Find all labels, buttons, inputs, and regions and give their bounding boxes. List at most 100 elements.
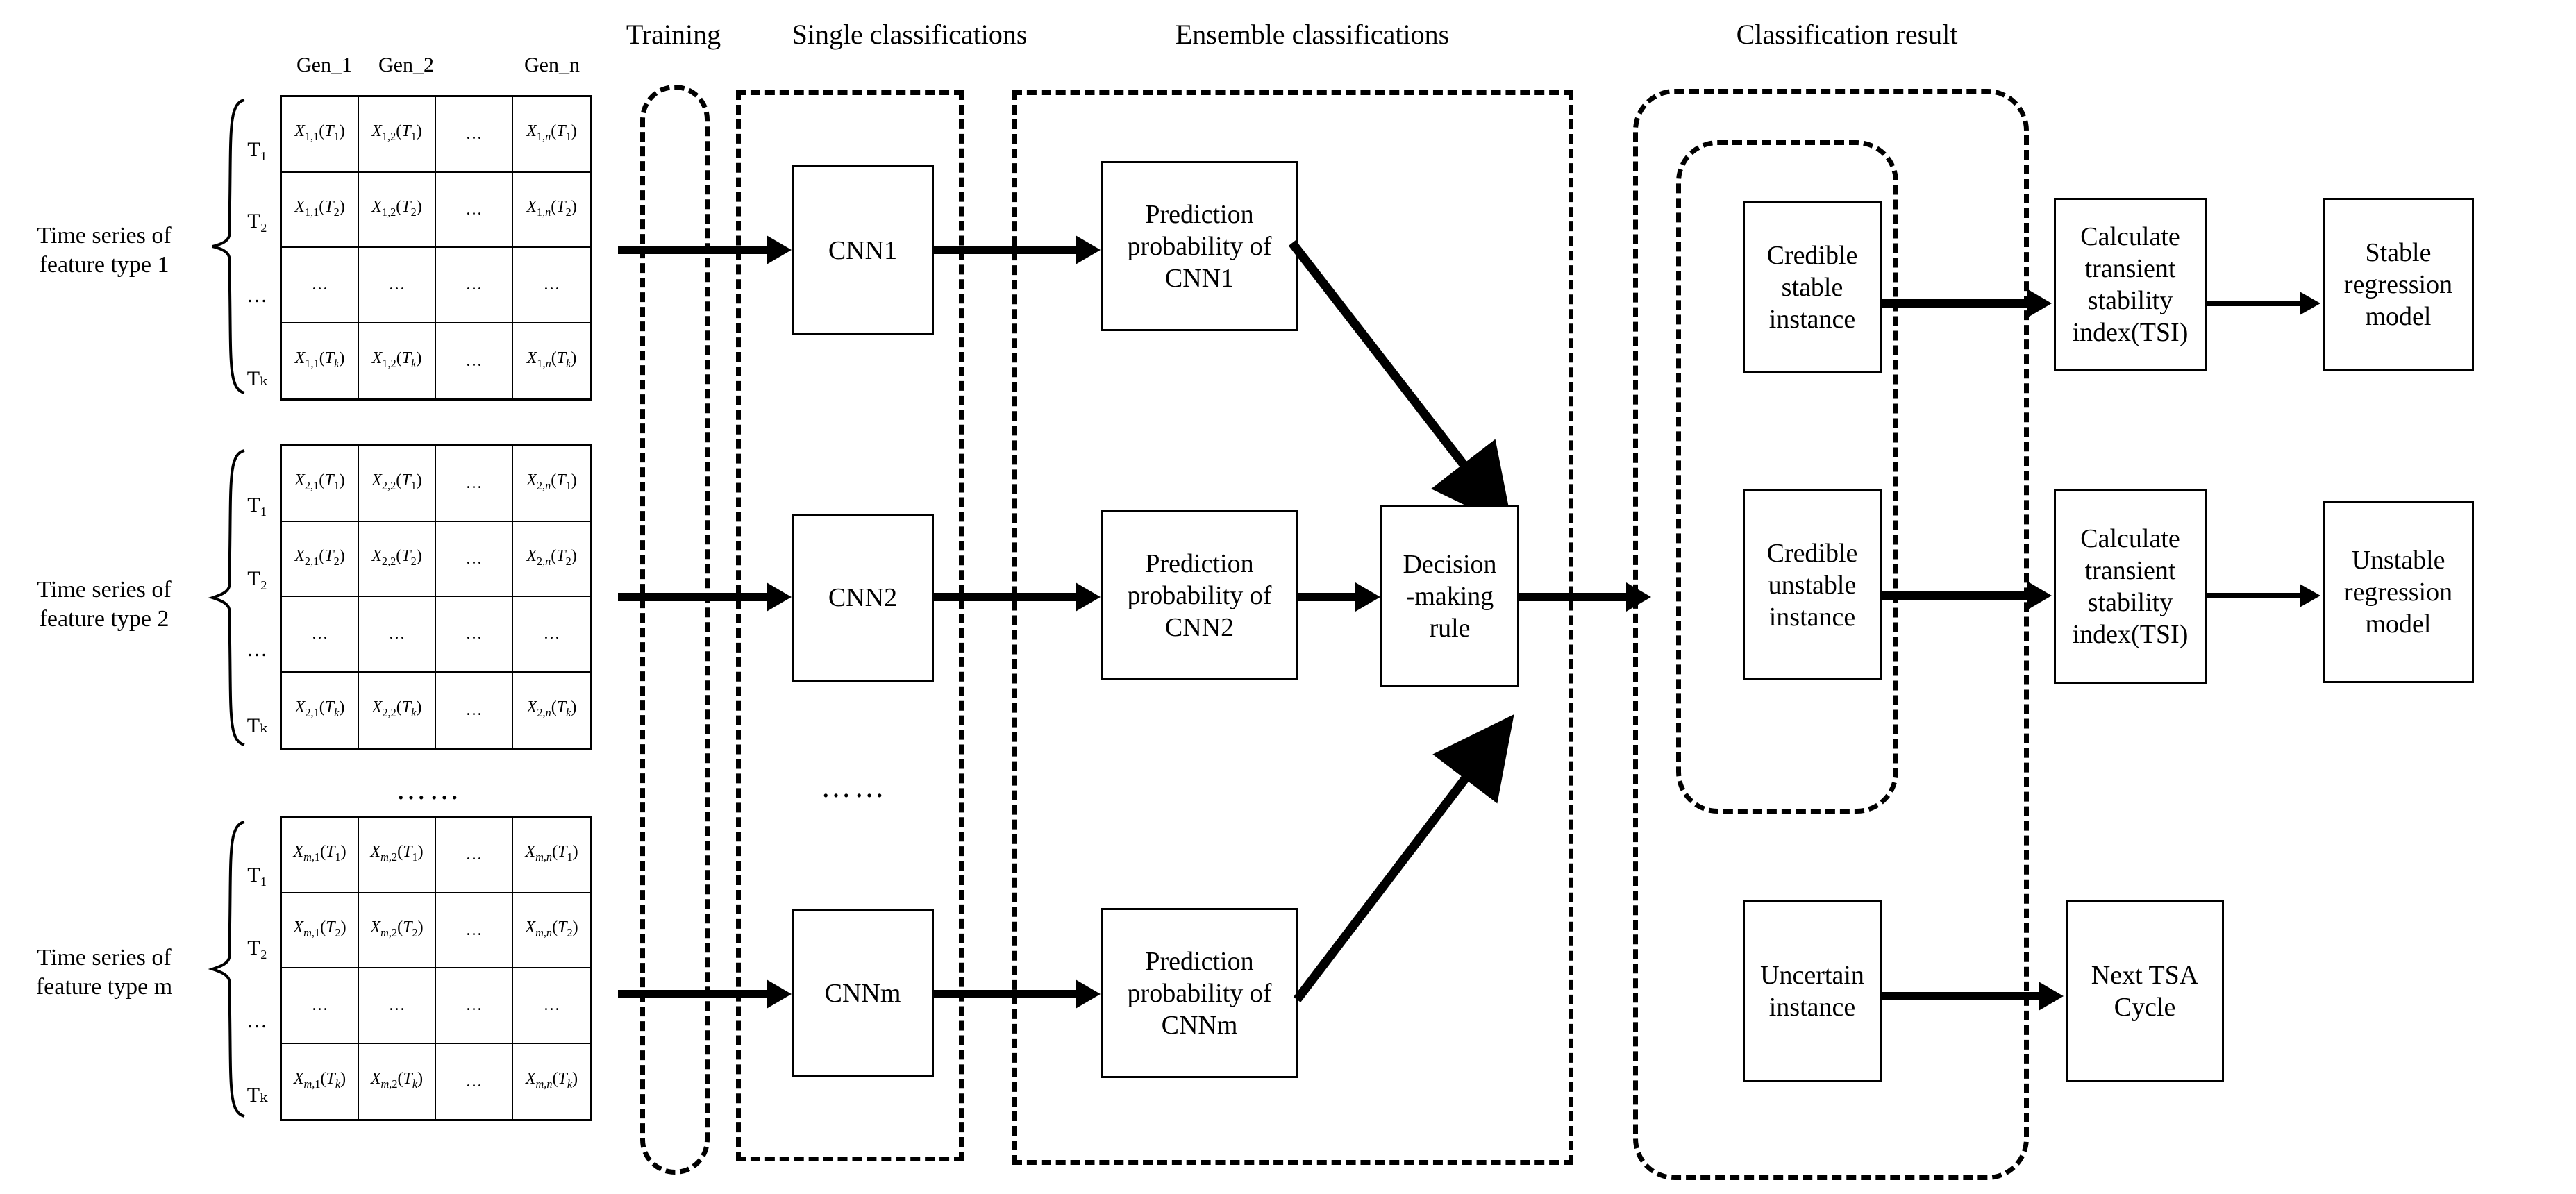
cnn-box-m-label: CNNm	[824, 979, 901, 1008]
decision-box-line3: rule	[1429, 614, 1471, 643]
brace-series-2	[208, 449, 245, 746]
prediction-box-1[interactable]: Prediction probability of CNN1	[1101, 161, 1298, 331]
tsi-box-unstable-line2: transient	[2084, 556, 2176, 585]
cnn-box-1[interactable]: CNN1	[792, 165, 934, 335]
result-box-credible-unstable-line3: instance	[1768, 602, 1856, 632]
matrix-cell: …	[513, 968, 590, 1044]
arrow-predictionm-to-decision	[1293, 714, 1514, 1002]
matrix-feature-type-m: Xm,1(T1) Xm,2(T1) … Xm,n(T1) Xm,1(T2) Xm…	[280, 816, 592, 1121]
model-box-unstable-regression[interactable]: Unstable regression model	[2323, 501, 2474, 683]
matrix-cell: Xm,2(T2)	[359, 893, 436, 968]
matrix-cell: …	[359, 968, 436, 1044]
model-box-next-tsa-cycle[interactable]: Next TSA Cycle	[2066, 900, 2224, 1082]
tsi-box-stable[interactable]: Calculate transient stability index(TSI)	[2054, 198, 2207, 371]
prediction-box-1-line1: Prediction	[1145, 199, 1254, 229]
series-caption-3-line2: feature type m	[35, 974, 173, 1000]
matrix-cell: Xm,1(T1)	[282, 818, 359, 893]
brace-series-1	[212, 99, 245, 394]
prediction-box-m[interactable]: Prediction probability of CNNm	[1101, 908, 1298, 1078]
section-header-ensemble-classifications: Ensemble classifications	[1175, 19, 1450, 50]
model-box-stable-line1: Stable	[2365, 238, 2432, 267]
tsi-box-stable-line1: Calculate	[2080, 222, 2180, 251]
result-box-credible-stable-line1: Credible	[1766, 241, 1858, 270]
result-box-credible-unstable-line2: unstable	[1768, 570, 1857, 600]
model-box-stable-line2: regression	[2343, 270, 2453, 299]
section-header-single-classifications: Single classifications	[792, 19, 1028, 50]
prediction-box-1-line2: probability of	[1127, 231, 1272, 261]
result-box-uncertain[interactable]: Uncertain instance	[1743, 900, 1882, 1082]
matrix-cell: Xm,2(T1)	[359, 818, 436, 893]
matrix-3-row-label-3: Tₖ	[246, 1084, 267, 1107]
tsi-box-unstable[interactable]: Calculate transient stability index(TSI)	[2054, 489, 2207, 684]
model-box-stable-regression[interactable]: Stable regression model	[2323, 198, 2474, 371]
cnn-box-m[interactable]: CNNm	[792, 909, 934, 1077]
result-box-credible-unstable[interactable]: Credible unstable instance	[1743, 489, 1882, 680]
matrix-3-row-label-1: T₂	[247, 936, 267, 959]
series-caption-1-line1: Time series of	[37, 223, 172, 249]
matrix-1-col-header-gen2: Gen_2	[378, 53, 434, 76]
section-header-classification-result: Classification result	[1736, 19, 1958, 50]
decision-making-rule-box[interactable]: Decision -making rule	[1380, 505, 1519, 687]
matrix-cell: Xm,2(Tk)	[359, 1043, 436, 1119]
tsi-box-unstable-line1: Calculate	[2080, 524, 2180, 553]
matrix-cell: …	[436, 521, 513, 597]
prediction-box-m-line2: probability of	[1127, 978, 1272, 1008]
prediction-box-2[interactable]: Prediction probability of CNN2	[1101, 510, 1298, 680]
series-caption-3-line1: Time series of	[37, 945, 172, 970]
group-region-single-classifications	[736, 90, 964, 1161]
matrix-cell: X2,n(Tk)	[526, 698, 577, 719]
tsi-box-stable-line4: index(TSI)	[2072, 318, 2189, 347]
result-box-uncertain-line1: Uncertain	[1760, 961, 1864, 990]
matrix-cell: X1,n(Tk)	[526, 348, 577, 370]
tsi-box-stable-line3: stability	[2087, 286, 2173, 315]
matrix-cell: …	[436, 968, 513, 1044]
matrix-cell: X1,n(T2)	[513, 173, 590, 248]
matrix-cell: …	[436, 1043, 513, 1119]
matrix-cell: Xm,n(Tk)	[525, 1069, 578, 1091]
matrix-cell: …	[436, 248, 513, 323]
matrix-cell: X2,1(Tk)	[282, 672, 359, 748]
matrix-cell: X1,1(Tk)	[282, 323, 359, 398]
matrix-cell: X1,1(T2)	[282, 172, 359, 248]
matrix-cell: X2,2(Tk)	[359, 672, 436, 748]
section-header-training: Training	[626, 19, 721, 50]
matrix-1-row-label-3: Tₖ	[246, 367, 267, 390]
matrix-2-row-label-0: T₁	[247, 494, 267, 516]
series-caption-2-line1: Time series of	[37, 577, 172, 603]
cnn-ellipsis: ……	[821, 770, 887, 804]
matrix-cell: Xm,1(T2)	[282, 893, 359, 968]
matrix-1-col-header-genn: Gen_n	[524, 53, 580, 76]
result-box-credible-stable[interactable]: Credible stable instance	[1743, 201, 1882, 373]
matrix-1-col-header-gen1: Gen_1	[296, 53, 352, 76]
group-region-training	[640, 85, 710, 1175]
matrix-feature-type-2: X2,1(T1) X2,2(T1) … X2,n(T1) X2,1(T2) X2…	[280, 444, 592, 750]
matrix-cell: …	[513, 248, 590, 323]
series-caption-2-line2: feature type 2	[39, 606, 169, 632]
prediction-box-2-line3: CNN2	[1164, 612, 1235, 642]
matrix-cell: …	[282, 968, 359, 1044]
matrix-cell: …	[282, 248, 359, 323]
tsi-box-unstable-line4: index(TSI)	[2072, 620, 2189, 649]
tsi-box-unstable-line3: stability	[2087, 588, 2173, 617]
matrix-cell: Xm,n(T1)	[513, 818, 590, 893]
matrix-cell: Xm,1(Tk)	[282, 1043, 359, 1119]
model-box-unstable-line3: model	[2365, 609, 2432, 639]
cnn-box-2-label: CNN2	[828, 583, 898, 612]
matrix-cell: X1,1(T1)	[282, 97, 359, 173]
group-region-ensemble-classifications	[1012, 90, 1573, 1165]
matrix-cell: …	[513, 597, 590, 673]
matrix-cell: …	[359, 248, 436, 323]
model-box-next-cycle-line2: Cycle	[2114, 993, 2176, 1022]
cnn-box-2[interactable]: CNN2	[792, 514, 934, 682]
matrices-ellipsis: ……	[396, 772, 462, 806]
matrix-cell: X2,2(T1)	[359, 446, 436, 522]
matrix-cell: …	[436, 672, 513, 748]
group-region-classification-result-outer	[1633, 89, 2029, 1180]
model-box-next-cycle-line1: Next TSA	[2091, 961, 2199, 990]
model-box-unstable-line1: Unstable	[2351, 546, 2445, 575]
matrix-2-row-label-3: Tₖ	[246, 714, 267, 737]
matrix-cell: Xm,n(T2)	[513, 893, 590, 968]
matrix-cell: …	[436, 172, 513, 248]
matrix-cell: X2,2(T2)	[359, 521, 436, 597]
